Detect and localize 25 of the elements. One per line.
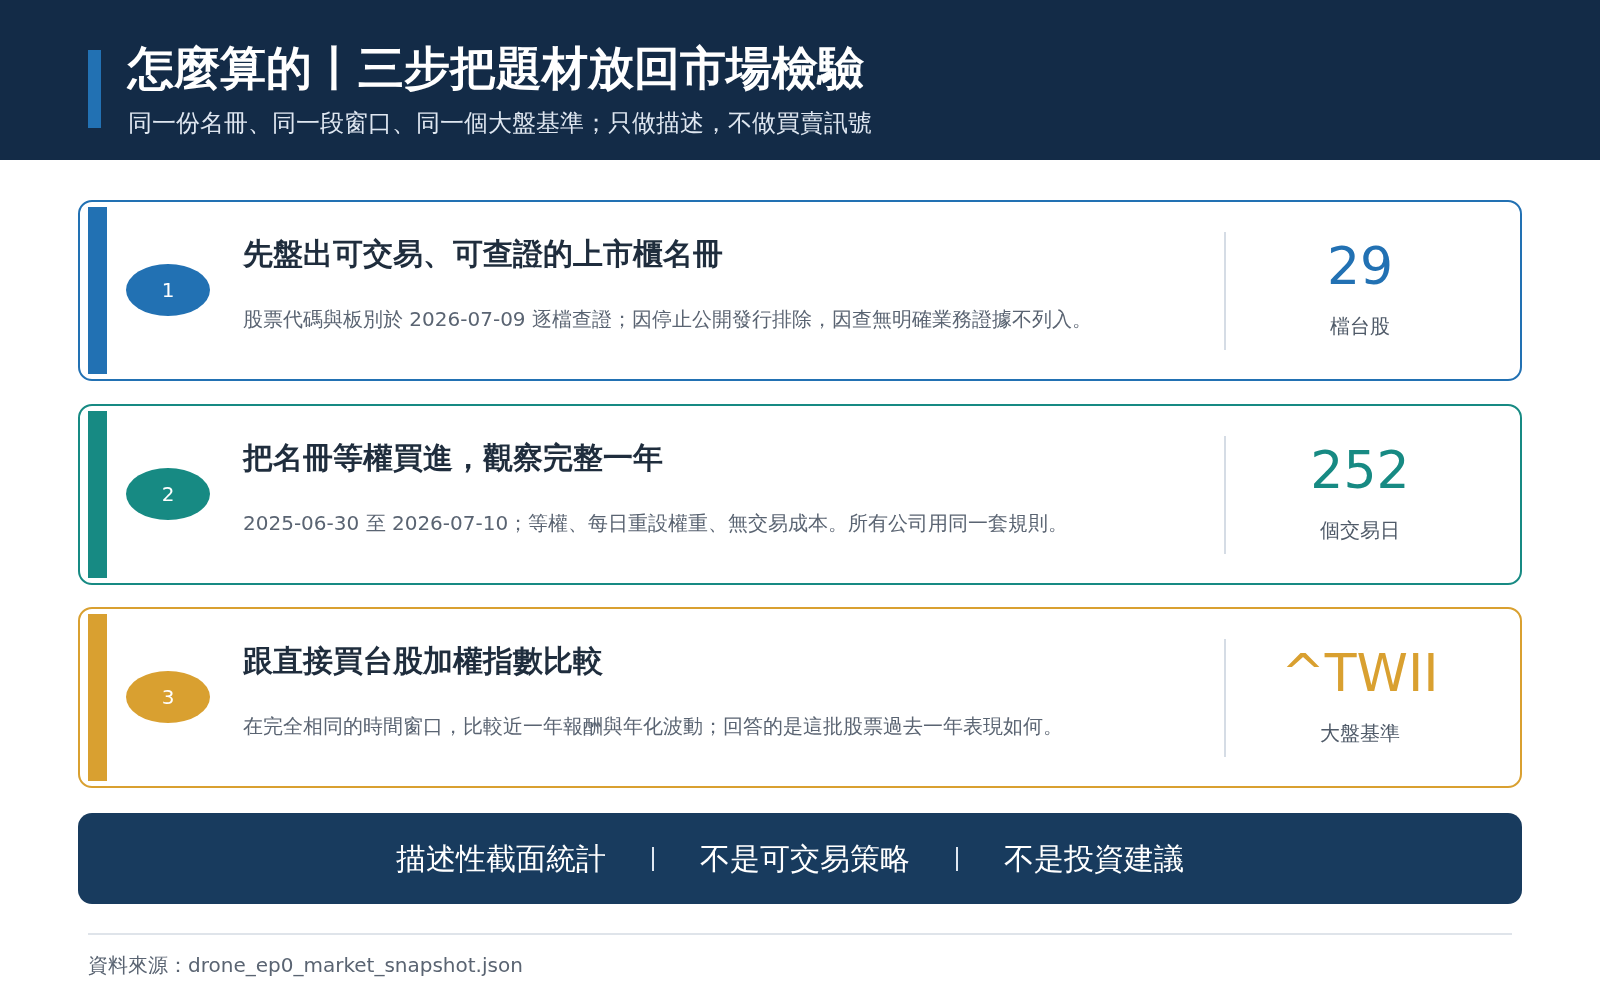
step-heading: 把名冊等權買進，觀察完整一年: [243, 439, 663, 477]
step-description: 2025-06-30 至 2026-07-10；等權、每日重設權重、無交易成本。所有公司用同一套規則。: [243, 510, 1069, 537]
step-number-marker: 2: [126, 468, 210, 520]
source-note: 資料來源：drone_ep0_market_snapshot.json: [88, 952, 523, 979]
stat-unit: 個交易日: [1320, 517, 1400, 544]
page-subtitle: 同一份名冊、同一段窗口、同一個大盤基準；只做描述，不做買賣訊號: [128, 108, 872, 138]
step-heading: 跟直接買台股加權指數比較: [243, 642, 603, 680]
step-card: [78, 404, 1522, 585]
page-title: 怎麼算的丨三步把題材放回市場檢驗: [128, 40, 864, 96]
disclaimer-banner: [78, 813, 1522, 904]
stat-unit: 檔台股: [1330, 313, 1390, 340]
stat-value: 29: [1326, 235, 1394, 298]
disclaimer-text: 描述性截面統計: [396, 839, 606, 878]
disclaimer-text: 不是投資建議: [1004, 839, 1184, 878]
step-number-marker: 1: [126, 264, 210, 316]
step-description: 股票代碼與板別於 2026-07-09 逐檔查證；因停止公開發行排除，因查無明確業務證據不列入。: [243, 306, 1092, 333]
step-card: [78, 607, 1522, 788]
stat-value: 252: [1310, 439, 1410, 502]
disclaimer-text: 不是可交易策略: [700, 839, 910, 878]
stat-value: ^TWII: [1281, 642, 1439, 705]
step-number-marker: 3: [126, 671, 210, 723]
step-description: 在完全相同的時間窗口，比較近一年報酬與年化波動；回答的是這批股票過去一年表現如何。: [243, 713, 1063, 740]
stat-unit: 大盤基準: [1320, 720, 1400, 747]
step-card: [78, 200, 1522, 381]
step-heading: 先盤出可交易、可查證的上市櫃名冊: [243, 235, 723, 273]
